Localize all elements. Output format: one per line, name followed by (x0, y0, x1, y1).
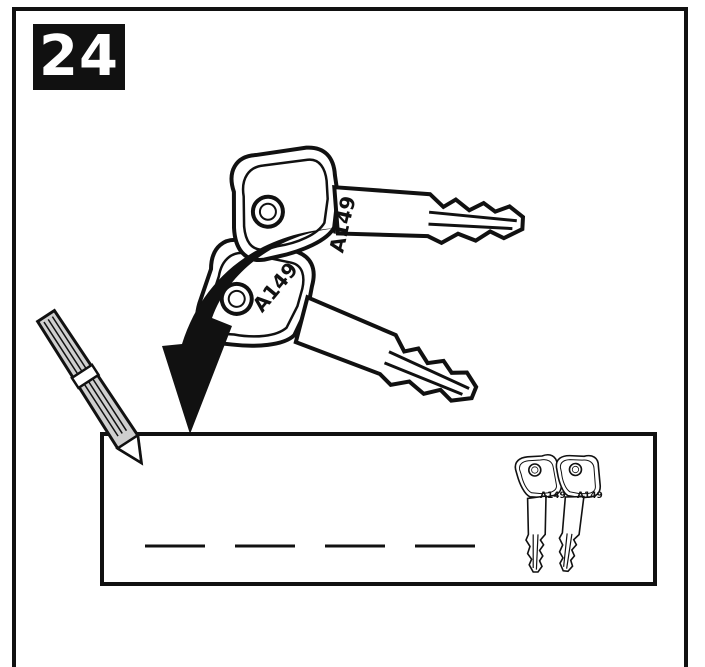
key-icon: A149 (183, 223, 498, 439)
key-code-label: A149 (540, 491, 566, 501)
key-code-label: A149 (577, 491, 603, 501)
pen-icon (36, 309, 151, 469)
key-icon: A149 (227, 144, 526, 274)
